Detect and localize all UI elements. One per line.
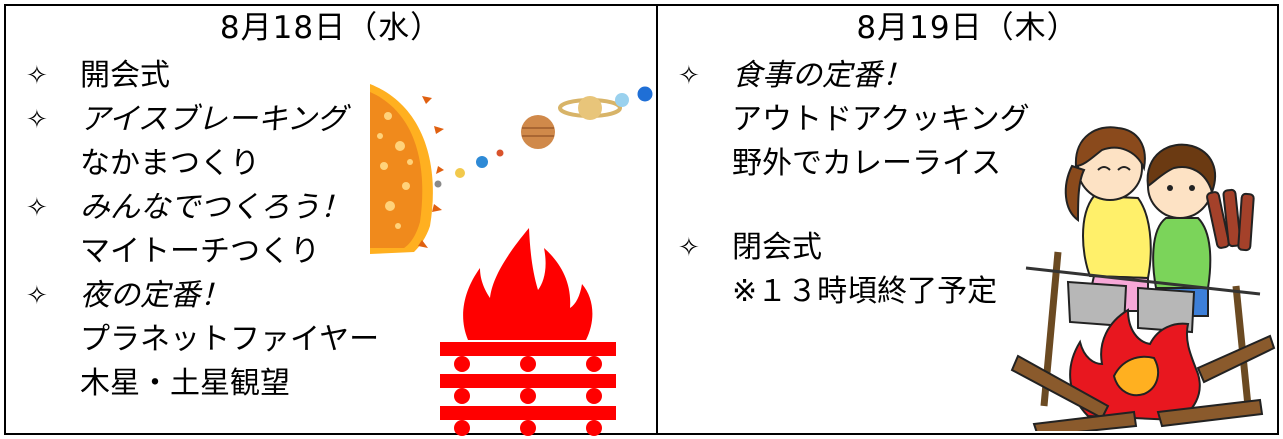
campfire-icon [440, 228, 616, 436]
item-line: 食事の定番！ [732, 58, 912, 93]
item-line: 開会式 [80, 58, 170, 93]
cooking-campfire-illustration [1010, 126, 1276, 431]
day1-item: ✧ 開会式 [20, 54, 379, 98]
planets-icon [434, 86, 653, 188]
day2-item: ✧ 閉会式 ※１３時頃終了予定 [672, 226, 1030, 314]
sparkle-bullet-icon: ✧ [678, 61, 700, 91]
day2-item: ✧ 食事の定番！ アウトドアクッキング 野外でカレーライス [672, 54, 1030, 186]
day1-item: ✧ アイスブレーキング なかまつくり [20, 98, 379, 186]
day1-item: ✧ 夜の定番！ プラネットファイヤー 木星・土星観望 [20, 274, 379, 406]
item-line: 夜の定番！ [80, 278, 230, 313]
item-line: 木星・土星観望 [80, 366, 290, 401]
schedule-table: 8月18日（水） ✧ 開会式 ✧ アイスブレーキング なかまつくり ✧ みんなで… [4, 4, 1279, 436]
item-line: 閉会式 [732, 230, 822, 265]
day1-column: 8月18日（水） ✧ 開会式 ✧ アイスブレーキング なかまつくり ✧ みんなで… [6, 6, 658, 436]
day2-date-header: 8月19日（木） [856, 10, 1079, 46]
sparkle-bullet-icon: ✧ [26, 193, 48, 223]
item-line: ※１３時頃終了予定 [732, 274, 998, 309]
item-line: みんなでつくろう！ [80, 190, 350, 225]
item-line: アイスブレーキング [80, 102, 347, 137]
day1-item: ✧ みんなでつくろう！ マイトーチつくり [20, 186, 379, 274]
sparkle-bullet-icon: ✧ [678, 233, 700, 263]
day2-column: 8月19日（木） ✧ 食事の定番！ アウトドアクッキング 野外でカレーライス ✧… [658, 6, 1277, 433]
day1-date-header: 8月18日（水） [219, 10, 443, 46]
item-line: なかまつくり [80, 146, 260, 181]
item-line: プラネットファイヤー [80, 322, 380, 357]
item-line: アウトドアクッキング [732, 102, 1030, 137]
sun-icon [370, 84, 444, 254]
item-spacer [672, 186, 1030, 226]
day1-item-list: ✧ 開会式 ✧ アイスブレーキング なかまつくり ✧ みんなでつくろう！ マイト… [20, 54, 379, 406]
sparkle-bullet-icon: ✧ [26, 105, 48, 135]
item-line: 野外でカレーライス [732, 146, 1002, 181]
sparkle-bullet-icon: ✧ [26, 61, 48, 91]
sparkle-bullet-icon: ✧ [26, 281, 48, 311]
day2-item-list: ✧ 食事の定番！ アウトドアクッキング 野外でカレーライス ✧ 閉会式 ※１３時… [672, 54, 1030, 314]
item-line: マイトーチつくり [80, 234, 320, 269]
